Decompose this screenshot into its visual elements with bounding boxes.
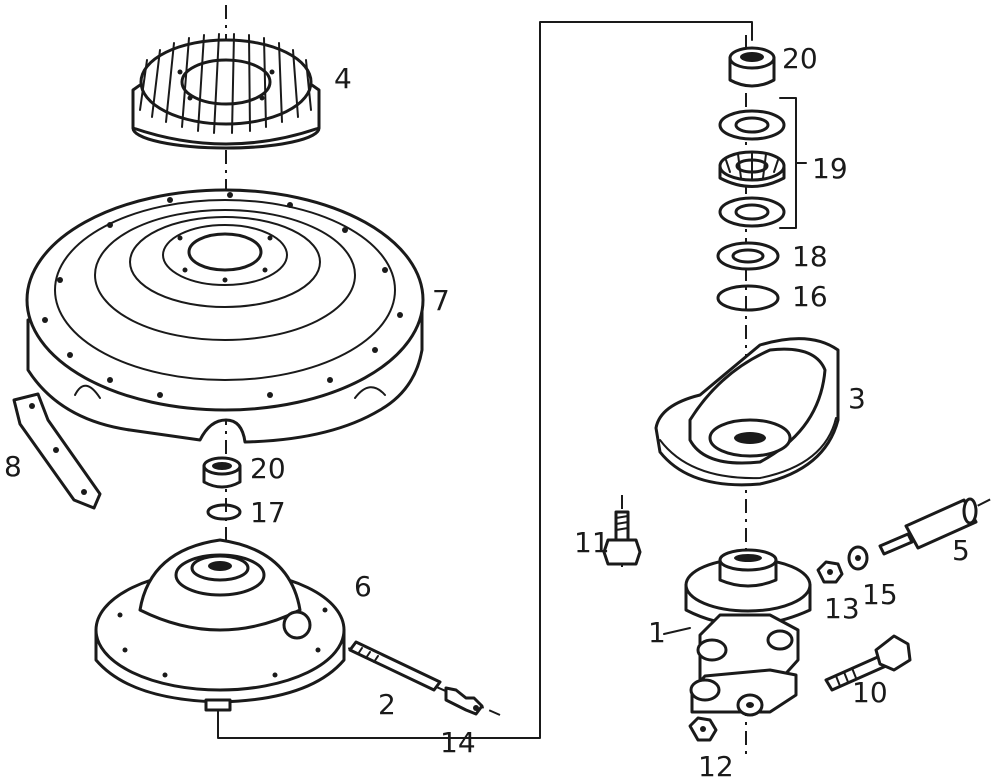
- callout-13: 13: [824, 592, 860, 625]
- lower-housing: [94, 538, 346, 712]
- callout-14: 14: [440, 726, 476, 759]
- callout-18: 18: [792, 240, 828, 273]
- callout-2: 2: [378, 688, 396, 721]
- bearing-sleeve-left: [202, 456, 242, 489]
- grease-nipple: [444, 686, 484, 716]
- small-ring: [206, 503, 242, 521]
- callout-12: 12: [698, 750, 734, 782]
- connector-line: [217, 21, 753, 739]
- callout-1: 1: [648, 616, 666, 649]
- callout-20-left: 20: [250, 452, 286, 485]
- thrust-bearing-set: [718, 97, 807, 229]
- nut-13: [816, 560, 844, 584]
- callout-3: 3: [848, 382, 866, 415]
- callout-20-right: 20: [782, 42, 818, 75]
- gearbox-body: [684, 548, 812, 717]
- callout-7: 7: [432, 284, 450, 317]
- callout-4: 4: [334, 62, 352, 95]
- callout-16: 16: [792, 280, 828, 313]
- callout-5: 5: [952, 534, 970, 567]
- nut-12: [688, 716, 718, 742]
- leader-lines: [663, 627, 691, 635]
- washer-15: [847, 545, 869, 571]
- dust-cover: [654, 337, 840, 487]
- callout-labels: 4 7 8 20 17 6 2 14 20 19 18 16 3 11 5 15…: [4, 42, 970, 782]
- callout-11: 11: [574, 526, 610, 559]
- pin: [348, 640, 442, 692]
- flat-strap: [12, 392, 102, 510]
- housing-cover: [25, 188, 425, 444]
- callout-17: 17: [250, 496, 286, 529]
- bolt-11: [602, 510, 642, 566]
- bolt-10: [824, 634, 912, 692]
- bevel-gear: [131, 33, 321, 150]
- callout-15: 15: [862, 578, 898, 611]
- callout-19: 19: [812, 152, 848, 185]
- bearing-sleeve-right: [728, 46, 776, 88]
- circlip: [716, 284, 780, 312]
- stud-5: [878, 497, 978, 556]
- washer: [716, 241, 780, 271]
- callout-8: 8: [4, 450, 22, 483]
- callout-6: 6: [354, 570, 372, 603]
- callout-10: 10: [852, 676, 888, 709]
